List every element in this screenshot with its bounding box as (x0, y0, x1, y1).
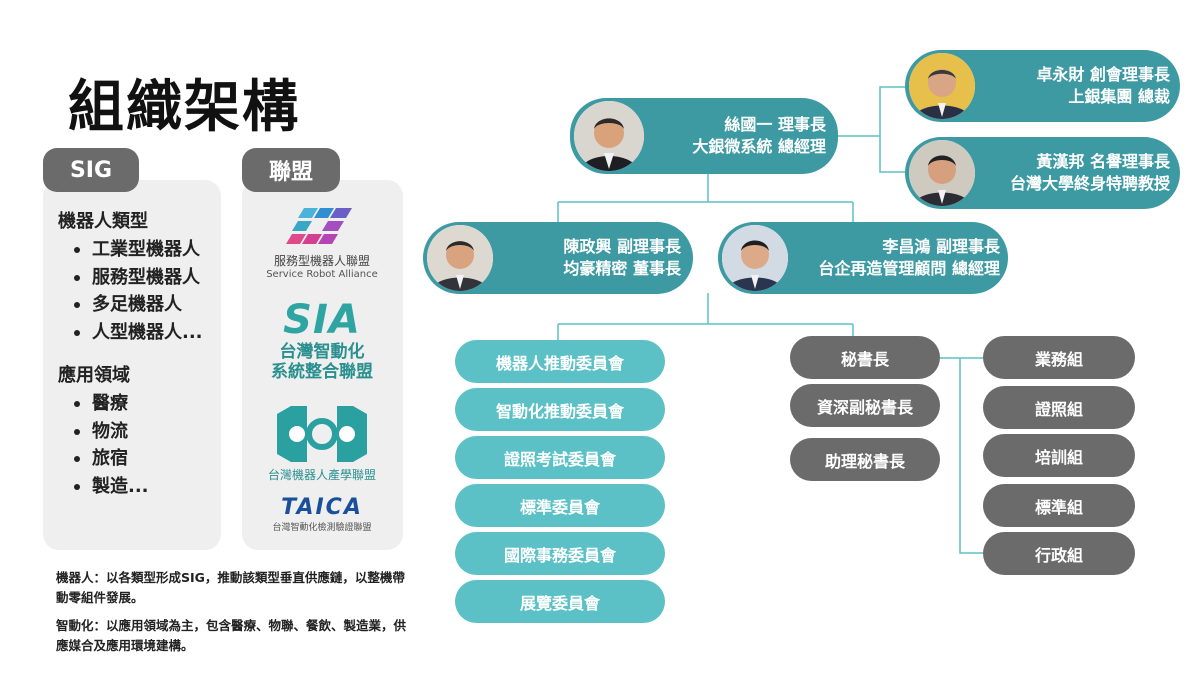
person-photo-icon (722, 225, 788, 291)
linked-hands-icon (277, 406, 367, 462)
committee-robot-promotion: 機器人推動委員會 (455, 340, 665, 383)
vice-chairman-1-text: 陳政興 副理事長 均豪精密 董事長 (563, 236, 681, 280)
chairman-text: 絲國一 理事長 大銀微系統 總經理 (692, 114, 826, 158)
committee-automation-promotion: 智動化推動委員會 (455, 388, 665, 431)
list-item: 服務型機器人 (58, 264, 228, 292)
committee-international-affairs: 國際事務委員會 (455, 532, 665, 575)
honorary-chairman-affiliation: 台灣大學終身特聘教授 (1009, 174, 1170, 193)
sig-tag: SIG (43, 148, 139, 192)
taica-mark: TAICA (281, 495, 363, 520)
group-business: 業務組 (983, 336, 1135, 379)
sig-robot-types-list: 工業型機器人 服務型機器人 多足機器人 人型機器人... (58, 236, 228, 346)
group-certification: 證照組 (983, 386, 1135, 429)
sig-application-list: 醫療 物流 旅宿 製造... (58, 390, 228, 500)
service-robot-alliance-mark-icon (286, 208, 352, 244)
service-robot-alliance-logo: 服務型機器人聯盟 Service Robot Alliance (252, 206, 392, 280)
founder-name: 卓永財 創會理事長 (1036, 65, 1170, 84)
honorary-chairman-name: 黃漢邦 名譽理事長 (1036, 152, 1170, 171)
taica-subtitle: 台灣智動化檢測驗證聯盟 (272, 523, 372, 533)
honorary-chairman-avatar (909, 140, 975, 206)
sia-name-line2: 系統整合聯盟 (271, 362, 373, 382)
person-photo-icon (574, 101, 644, 171)
vice-chairman-1-avatar (427, 225, 493, 291)
senior-deputy-secretary-general: 資深副秘書長 (790, 384, 940, 427)
sig-panel (43, 180, 221, 550)
alliance-tag: 聯盟 (242, 148, 340, 192)
honorary-chairman-text: 黃漢邦 名譽理事長 台灣大學終身特聘教授 (1010, 151, 1170, 195)
founder-text: 卓永財 創會理事長 上銀集團 總裁 (1036, 64, 1170, 108)
list-item: 工業型機器人 (58, 236, 228, 264)
list-item: 製造... (58, 473, 228, 501)
person-photo-icon (427, 225, 493, 291)
list-item: 多足機器人 (58, 291, 228, 319)
secretary-general: 秘書長 (790, 336, 940, 379)
vice-chairman-2-affiliation: 台企再造管理顧問 總經理 (818, 259, 1000, 278)
robot-industry-academia-alliance-name: 台灣機器人產學聯盟 (267, 468, 376, 482)
group-standards: 標準組 (983, 484, 1135, 527)
vice-chairman-1-affiliation: 均豪精密 董事長 (563, 259, 681, 278)
group-training: 培訓組 (983, 434, 1135, 477)
list-item: 物流 (58, 418, 228, 446)
list-item: 旅宿 (58, 445, 228, 473)
sia-logo: SIA 台灣智動化 系統整合聯盟 (252, 298, 392, 382)
service-robot-alliance-name: 服務型機器人聯盟 (273, 254, 370, 268)
assistant-secretary-general: 助理秘書長 (790, 438, 940, 481)
founder-avatar (909, 53, 975, 119)
list-item: 醫療 (58, 390, 228, 418)
taica-logo: TAICA 台灣智動化檢測驗證聯盟 (252, 495, 392, 534)
chairman-affiliation: 大銀微系統 總經理 (692, 137, 826, 156)
person-photo-icon (909, 53, 975, 119)
chairman-name: 絲國一 理事長 (724, 115, 826, 134)
sia-name-line1: 台灣智動化 (279, 342, 365, 362)
vice-chairman-2-text: 李昌鴻 副理事長 台企再造管理顧問 總經理 (818, 236, 1000, 280)
committee-standards: 標準委員會 (455, 484, 665, 527)
page-title: 組織架構 (68, 75, 300, 140)
sig-robot-types-heading: 機器人類型 (58, 211, 148, 232)
notes: 機器人：以各類型形成SIG，推動該類型垂直供應鏈，以整機帶動零組件發展。 智動化… (56, 568, 416, 664)
note-robot: 機器人：以各類型形成SIG，推動該類型垂直供應鏈，以整機帶動零組件發展。 (56, 570, 405, 605)
vice-chairman-2-name: 李昌鴻 副理事長 (882, 237, 1000, 256)
note-automation: 智動化：以應用領域為主，包含醫療、物聯、餐飲、製造業，供應媒合及應用環境建構。 (56, 618, 407, 653)
group-administration: 行政組 (983, 532, 1135, 575)
vice-chairman-1-name: 陳政興 副理事長 (563, 237, 681, 256)
service-robot-alliance-subtitle: Service Robot Alliance (266, 269, 378, 280)
chairman-avatar (574, 101, 644, 171)
committee-exhibition: 展覽委員會 (455, 580, 665, 623)
founder-affiliation: 上銀集團 總裁 (1068, 87, 1170, 106)
list-item: 人型機器人... (58, 319, 228, 347)
person-photo-icon (909, 140, 975, 206)
robot-industry-academia-alliance-logo: 台灣機器人產學聯盟 (252, 406, 392, 483)
vice-chairman-2-avatar (722, 225, 788, 291)
sig-content: 機器人類型 工業型機器人 服務型機器人 多足機器人 人型機器人... 應用領域 … (58, 208, 228, 516)
committee-certification-exam: 證照考試委員會 (455, 436, 665, 479)
sig-application-heading: 應用領域 (58, 365, 130, 386)
sia-mark: SIA (283, 297, 361, 343)
